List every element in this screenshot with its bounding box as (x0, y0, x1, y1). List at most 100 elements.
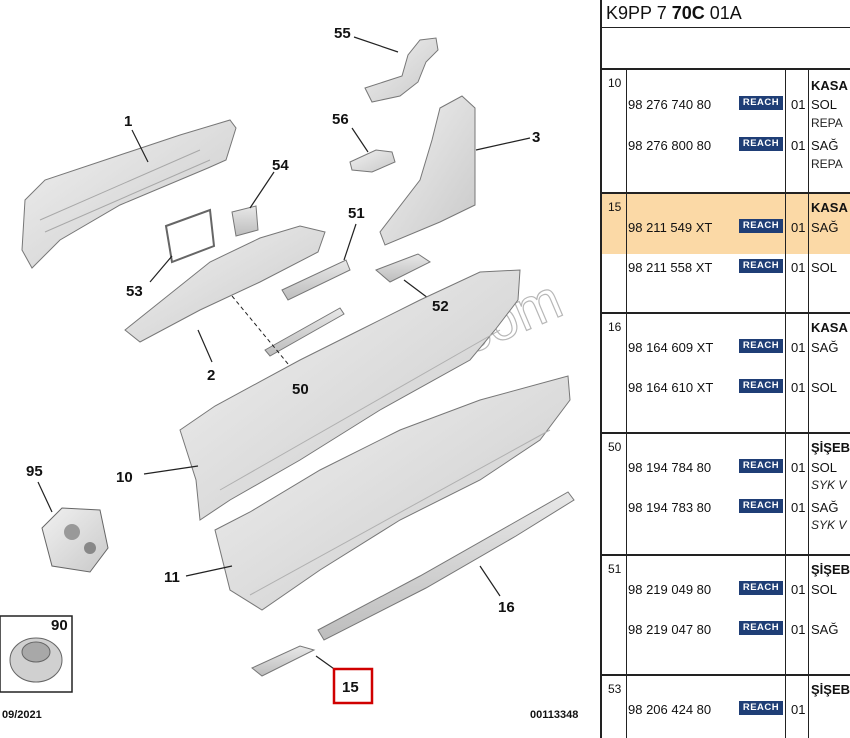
part-desc: KASA (811, 320, 848, 335)
part-number[interactable]: 98 276 800 80 (628, 138, 712, 153)
group-number: 53 (608, 682, 622, 696)
parts-group-15: 15 KASA 98 211 549 XT REACH 01 SAĞ 98 21… (602, 194, 850, 314)
part-11-shape (185, 375, 571, 611)
callout-55[interactable]: 55 (334, 25, 351, 42)
part-2-shape (124, 225, 326, 363)
part-qty: 01 (791, 97, 806, 112)
part-qty: 01 (791, 622, 806, 637)
callout-54[interactable]: 54 (272, 157, 289, 174)
reach-badge: REACH (739, 219, 783, 233)
part-note: REPA (811, 157, 843, 171)
header-blank-row (602, 28, 850, 70)
part-desc: ŞİŞEB (811, 562, 850, 577)
reach-badge: REACH (739, 96, 783, 110)
part-10-shape (143, 269, 521, 521)
part-desc: SOL (811, 460, 838, 475)
part-number[interactable]: 98 194 784 80 (628, 460, 712, 475)
part-desc: SOL (811, 97, 838, 112)
callout-1[interactable]: 1 (124, 113, 132, 130)
part-qty: 01 (791, 500, 806, 515)
part-number[interactable]: 98 276 740 80 (628, 97, 712, 112)
part-qty: 01 (791, 380, 806, 395)
part-note: SYK V (811, 518, 847, 532)
callout-2[interactable]: 2 (207, 367, 215, 384)
reach-badge: REACH (739, 701, 783, 715)
callout-50[interactable]: 50 (292, 381, 309, 398)
part-qty: 01 (791, 702, 806, 717)
parts-group-51: 51 ŞİŞEB 98 219 049 80 REACH 01 SOL 98 2… (602, 556, 850, 676)
part-desc: SAĞ (811, 138, 839, 153)
part-desc: SAĞ (811, 220, 839, 235)
part-qty: 01 (791, 340, 806, 355)
part-note: REPA (811, 116, 843, 130)
part-number[interactable]: 98 194 783 80 (628, 500, 712, 515)
part-number[interactable]: 98 164 609 XT (628, 340, 714, 355)
part-number[interactable]: 98 211 549 XT (628, 220, 713, 235)
part-note: SYK V (811, 478, 847, 492)
parts-group-16: 16 KASA 98 164 609 XT REACH 01 SAĞ 98 16… (602, 314, 850, 434)
part-qty: 01 (791, 582, 806, 597)
reach-badge: REACH (739, 581, 783, 595)
callout-3[interactable]: 3 (532, 129, 540, 146)
reach-badge: REACH (739, 621, 783, 635)
parts-group-50: 50 ŞİŞEB 98 194 784 80 REACH 01 SOL SYK … (602, 434, 850, 556)
group-number: 16 (608, 320, 622, 334)
part-number[interactable]: 98 164 610 XT (628, 380, 714, 395)
callout-15[interactable]: 15 (342, 679, 359, 696)
part-qty: 01 (791, 220, 806, 235)
part-15-shape (251, 645, 345, 677)
ref-prefix: K9PP 7 (606, 3, 672, 23)
callout-52[interactable]: 52 (432, 298, 449, 315)
part-desc: KASA (811, 78, 848, 93)
image-id-label: 00113348 (530, 709, 578, 721)
reach-badge: REACH (739, 459, 783, 473)
part-53-shape (149, 208, 216, 283)
reach-badge: REACH (739, 499, 783, 513)
part-qty: 01 (791, 260, 806, 275)
callout-51[interactable]: 51 (348, 205, 365, 222)
callout-16[interactable]: 16 (498, 599, 515, 616)
group-number: 50 (608, 440, 622, 454)
group-number: 10 (608, 76, 622, 90)
part-54-shape (231, 171, 275, 237)
part-number[interactable]: 98 206 424 80 (628, 702, 712, 717)
callout-53[interactable]: 53 (126, 283, 143, 300)
part-16-shape (317, 491, 575, 641)
callout-56[interactable]: 56 (332, 111, 349, 128)
callout-90[interactable]: 90 (51, 617, 68, 634)
reach-badge: REACH (739, 259, 783, 273)
parts-group-10: 10 KASA 98 276 740 80 REACH 01 SOL REPA … (602, 70, 850, 194)
part-number[interactable]: 98 219 049 80 (628, 582, 712, 597)
part-55-shape (353, 36, 439, 103)
reach-badge: REACH (739, 379, 783, 393)
callout-95[interactable]: 95 (26, 463, 43, 480)
part-52-shape (375, 253, 431, 299)
callout-10[interactable]: 10 (116, 469, 133, 486)
reach-badge: REACH (739, 137, 783, 151)
ref-suffix: 01A (704, 3, 742, 23)
part-90-box (0, 615, 73, 693)
part-desc: SAĞ (811, 340, 839, 355)
part-desc: KASA (811, 200, 848, 215)
part-desc: ŞİŞEB (811, 440, 850, 455)
part-desc: SOL (811, 260, 838, 275)
ref-bold: 70C (671, 3, 705, 23)
part-desc: SOL (811, 380, 838, 395)
date-label: 09/2021 (2, 709, 42, 721)
part-number[interactable]: 98 211 558 XT (628, 260, 713, 275)
parts-group-53: 53 ŞİŞEB 98 206 424 80 REACH 01 (602, 676, 850, 738)
part-3-shape (379, 95, 531, 246)
part-qty: 01 (791, 138, 806, 153)
group-number: 15 (608, 200, 622, 214)
part-qty: 01 (791, 460, 806, 475)
part-desc: ŞİŞEB (811, 682, 850, 697)
part-desc: SOL (811, 582, 838, 597)
exploded-parts-diagram: duyukoto.com (0, 25, 578, 721)
part-56-shape (349, 127, 396, 173)
part-number[interactable]: 98 219 047 80 (628, 622, 712, 637)
part-50-shape (231, 295, 345, 377)
parts-table: K9PP 7 70C 01A 10 KASA 98 276 740 80 REA… (600, 0, 850, 738)
reference-header: K9PP 7 70C 01A (602, 0, 850, 28)
callout-11[interactable]: 11 (164, 569, 180, 586)
part-51-shape (281, 223, 357, 301)
